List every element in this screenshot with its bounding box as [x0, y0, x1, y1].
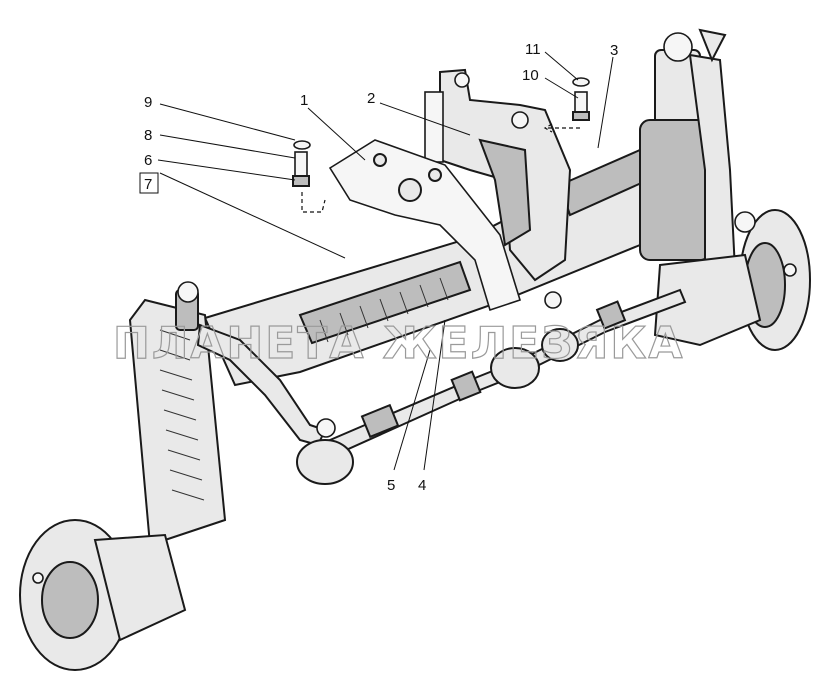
right-wheel-hub [653, 209, 811, 351]
assembly-arrow-10 [543, 123, 553, 133]
leader-11 [544, 51, 579, 81]
leader-3 [597, 56, 614, 149]
callout-8: 8 [144, 127, 152, 144]
callout-9: 9 [144, 94, 152, 111]
callout-1: 1 [300, 92, 308, 109]
washer-9 [293, 140, 311, 150]
leader-4 [423, 319, 446, 471]
callout-4: 4 [418, 477, 426, 494]
right-kingpin-housing [639, 28, 737, 277]
callout-11: 11 [525, 41, 541, 58]
callout-10: 10 [522, 67, 539, 84]
callouts: 1 2 3 4 5 6 7 8 9 10 11 [139, 41, 618, 494]
leader-9 [159, 103, 296, 141]
bolt-8 [292, 151, 310, 187]
callout-6: 6 [144, 152, 152, 169]
callout-7-frame [139, 172, 159, 194]
leader-6 [157, 159, 296, 181]
leader-10 [544, 77, 579, 99]
leader-1 [307, 107, 366, 161]
washer-11 [572, 77, 590, 87]
callout-5: 5 [387, 477, 395, 494]
left-kingpin-housing [128, 281, 227, 547]
pivot-bracket [424, 68, 572, 282]
leader-8 [159, 134, 296, 159]
callout-7: 7 [144, 176, 152, 193]
tie-rod [296, 288, 687, 485]
left-wheel-hub [19, 519, 187, 671]
leader-2 [379, 102, 471, 136]
leader-5 [393, 349, 431, 471]
leader-lines [157, 51, 614, 471]
callout-2: 2 [367, 90, 375, 107]
watermark-text: ПЛАНЕТА ЖЕЛЕЗЯКА [113, 318, 684, 369]
leader-7 [159, 172, 346, 259]
callout-3: 3 [610, 42, 618, 59]
support-bracket [301, 139, 521, 312]
